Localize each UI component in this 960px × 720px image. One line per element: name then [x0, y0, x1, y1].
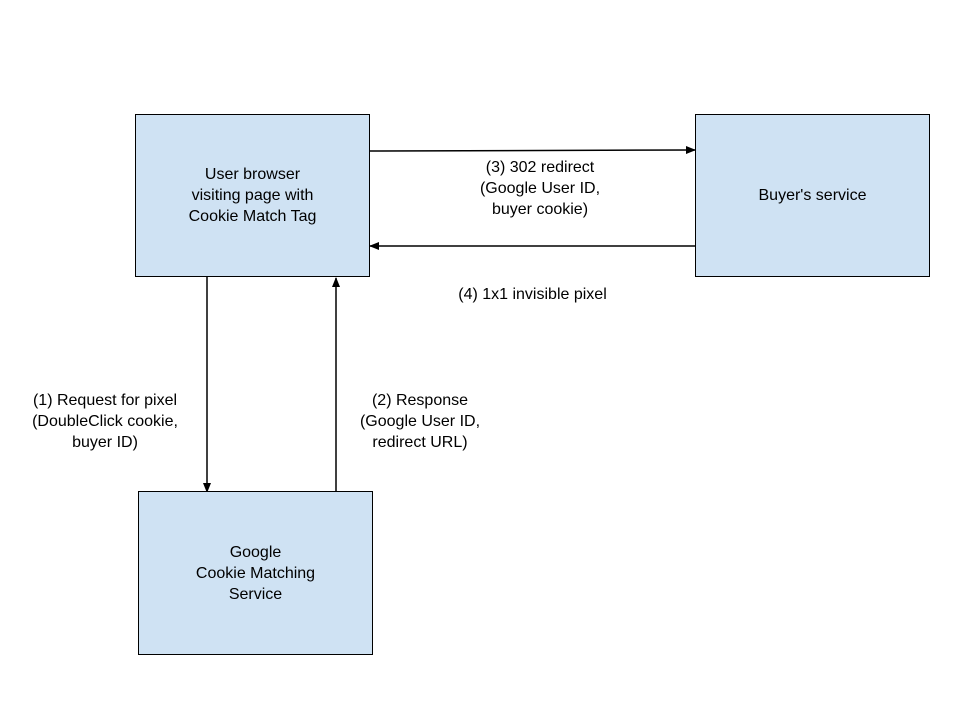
google-service-node: Google Cookie Matching Service	[138, 491, 373, 655]
edge-label-redirect: (3) 302 redirect (Google User ID, buyer …	[479, 159, 601, 218]
buyers-service-node: Buyer's service	[695, 114, 930, 277]
arrow-redirect	[369, 146, 696, 155]
user-browser-label: User browser visiting page with Cookie M…	[188, 166, 317, 225]
edge-label-request: (1) Request for pixel (DoubleClick cooki…	[32, 392, 178, 451]
edge-label-response: (2) Response (Google User ID, redirect U…	[359, 392, 481, 451]
edge-label-pixel: (4) 1x1 invisible pixel	[458, 286, 607, 303]
google-service-label: Google Cookie Matching Service	[195, 543, 316, 603]
user-browser-node: User browser visiting page with Cookie M…	[135, 114, 370, 277]
buyers-service-label: Buyer's service	[758, 187, 867, 204]
